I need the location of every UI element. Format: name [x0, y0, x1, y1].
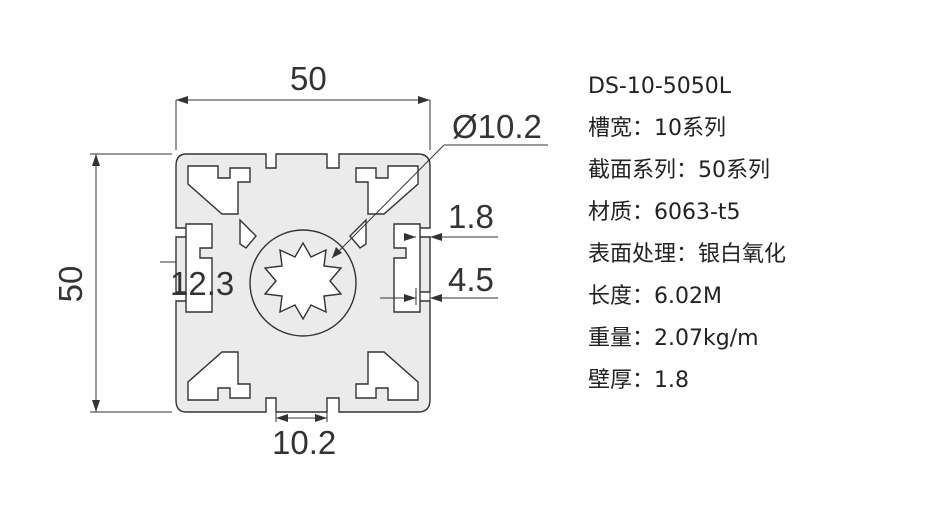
- dim-wall-thickness: 1.8: [448, 198, 494, 235]
- cavity-left-slot: [185, 223, 213, 313]
- dim-slot-depth: 4.5: [448, 261, 494, 298]
- spec-list: DS-10-5050L 槽宽：10系列 截面系列：50系列 材质：6063-t5…: [588, 66, 786, 402]
- dim-inner-width: 12.3: [170, 265, 234, 302]
- cavity-bottom-left: [187, 351, 251, 401]
- spec-slot-width: 槽宽：10系列: [588, 116, 726, 141]
- dim-bore-diameter: Ø10.2: [452, 108, 542, 145]
- spec-weight: 重量：2.07kg/m: [588, 326, 759, 351]
- spec-material: 材质：6063-t5: [588, 200, 741, 225]
- profile-drawing: 50 50 10.2 Ø10.2 1.8 4.5 12.3: [52, 60, 548, 461]
- side-channel-right: [349, 218, 367, 249]
- cavity-top-left: [187, 165, 251, 215]
- cavity-right-slot: [393, 223, 421, 313]
- star-bore: [263, 241, 343, 321]
- cavity-top-right: [355, 165, 419, 215]
- spec-length: 长度：6.02M: [588, 284, 722, 309]
- dim-bottom-slot: 10.2: [272, 424, 336, 461]
- profile-cavities: [185, 165, 421, 401]
- spec-wall-thickness: 壁厚：1.8: [588, 368, 689, 393]
- spec-series: 截面系列：50系列: [588, 158, 770, 183]
- dim-left-height: 50: [52, 266, 89, 303]
- side-channel-left: [239, 218, 257, 249]
- cavity-bottom-right: [355, 351, 419, 401]
- dim-top-width: 50: [290, 60, 327, 97]
- center-bore: [249, 229, 357, 337]
- spec-model: DS-10-5050L: [588, 74, 732, 99]
- dimension-arrows: [92, 96, 442, 422]
- spec-surface: 表面处理：银白氧化: [588, 242, 787, 267]
